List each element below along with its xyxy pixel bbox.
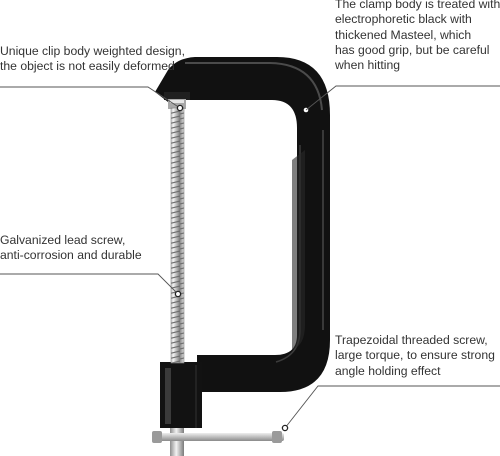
callout-body-design: Unique clip body weighted design, the ob… <box>0 44 185 74</box>
leader-dot <box>176 104 184 112</box>
lead-screw <box>171 108 184 363</box>
t-handle <box>152 428 284 456</box>
callout-lead-screw: Galvanized lead screw, anti-corrosion an… <box>0 233 142 263</box>
callout-coating: The clamp body is treated with electroph… <box>335 0 500 73</box>
swivel-pad <box>164 92 190 109</box>
clamp-body <box>155 57 330 392</box>
leader-lines <box>0 85 500 432</box>
leader-dot <box>174 290 182 298</box>
threaded-boss <box>160 362 202 428</box>
callout-threaded-screw: Trapezoidal threaded screw, large torque… <box>335 333 495 378</box>
leader-dot <box>281 424 289 432</box>
